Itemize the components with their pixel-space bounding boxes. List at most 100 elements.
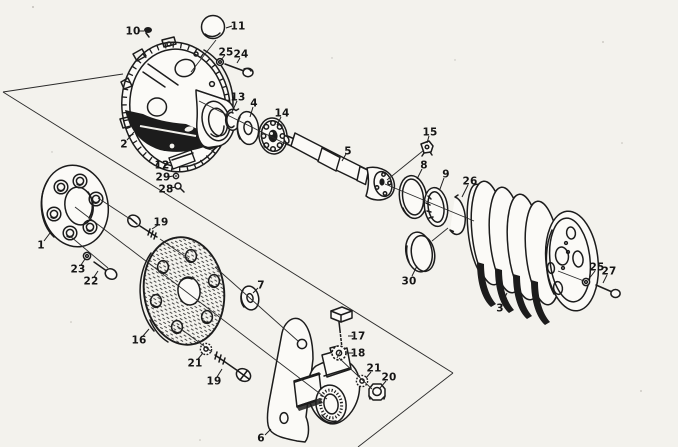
callout-11-1: 11: [225, 21, 245, 33]
callout-9-14: 9: [439, 169, 450, 190]
callout-leader: [165, 161, 172, 165]
drive-shaft: [283, 132, 396, 201]
drive-flange-1: [40, 164, 110, 248]
callout-label: 13: [230, 92, 245, 104]
bolt-19-upper: [127, 214, 158, 240]
callout-19-27: 19: [206, 368, 223, 388]
callout-label: 18: [350, 348, 365, 360]
callout-label: 9: [442, 169, 450, 181]
callout-label: 15: [422, 127, 437, 139]
callout-30-16: 30: [401, 265, 418, 288]
bell-housing: [119, 36, 236, 173]
callout-23-21: 23: [70, 258, 86, 276]
callout-4-5: 4: [249, 98, 258, 118]
screw-28: [174, 182, 185, 193]
callout-label: 8: [420, 160, 428, 172]
callout-leader: [249, 106, 254, 118]
bolt-27: [595, 284, 621, 299]
callout-leader: [220, 54, 226, 61]
gasket-disc-4: [236, 110, 260, 146]
callout-15-11: 15: [422, 127, 437, 144]
callout-label: 1: [37, 240, 45, 252]
splined-bore: [315, 384, 347, 424]
callout-label: 7: [257, 280, 265, 292]
paper-speckles: [32, 6, 642, 441]
callout-leader: [439, 177, 445, 190]
callout-2-7: 2: [120, 131, 135, 151]
callout-leader: [170, 186, 177, 189]
callout-29-9: 29: [155, 172, 174, 184]
hex-nut-20: [368, 383, 386, 401]
callout-label: 24: [233, 49, 248, 61]
callout-25-18: 25: [587, 262, 604, 281]
bolt-22: [93, 261, 118, 281]
callout-leader: [236, 57, 241, 64]
callout-label: 23: [70, 264, 85, 276]
bracket-clamp-6: [266, 317, 361, 443]
pulley-center-bore: [554, 246, 570, 266]
callout-21-31: 21: [365, 363, 381, 379]
callout-label: 29: [155, 172, 170, 184]
callout-label: 11: [230, 21, 245, 33]
lock-plate-12: [168, 149, 196, 170]
shaft-splines: [317, 146, 341, 173]
callout-3-17: 3: [496, 292, 508, 315]
callout-16-23: 16: [131, 328, 150, 347]
callout-label: 6: [257, 433, 265, 445]
callout-leader: [225, 25, 233, 29]
callout-8-13: 8: [416, 160, 428, 180]
lock-washer-21-right: [355, 374, 369, 388]
callout-leader: [252, 287, 259, 294]
flange-bolt-bosses: [46, 173, 104, 241]
v-belt-pulley: [466, 180, 600, 325]
plug-screw: [144, 27, 152, 38]
callout-19-24: 19: [151, 217, 168, 230]
callout-leader: [151, 224, 159, 230]
callout-label: 2: [120, 139, 128, 151]
callout-leader: [587, 270, 596, 281]
callout-leader: [197, 352, 204, 360]
pressure-disc-16: [139, 236, 226, 346]
washer-25-top: [215, 57, 225, 67]
callout-5-12: 5: [341, 146, 352, 162]
lock-washer-21-left: [199, 342, 213, 356]
callout-18-30: 18: [347, 348, 365, 360]
callout-1-20: 1: [37, 232, 51, 252]
callout-leader: [501, 292, 508, 304]
dome-cap: [200, 14, 226, 40]
callout-label: 21: [187, 358, 202, 370]
callout-17-29: 17: [348, 331, 365, 343]
callout-label: 26: [462, 176, 477, 188]
callout-leader: [461, 184, 469, 198]
washer-25-right: [581, 277, 591, 287]
housing-left-hole: [146, 97, 168, 117]
callout-24-3: 24: [233, 49, 248, 64]
callout-label: 19: [206, 376, 221, 388]
callout-6-28: 6: [257, 428, 272, 445]
washer-29: [172, 172, 180, 180]
callout-26-15: 26: [461, 176, 477, 198]
callout-label: 10: [125, 26, 140, 38]
callout-leader: [80, 258, 86, 266]
callout-label: 14: [274, 108, 289, 120]
callout-label: 3: [496, 303, 504, 315]
callout-label: 22: [83, 276, 98, 288]
callout-label: 12: [154, 160, 169, 172]
callout-leader: [231, 100, 238, 113]
callout-label: 21: [366, 363, 381, 375]
callout-leader: [126, 131, 135, 141]
alignment-lines: [69, 39, 585, 400]
callout-leader: [93, 270, 99, 278]
callout-label: 27: [601, 266, 616, 278]
clip-15: [420, 140, 434, 157]
callout-leader: [411, 265, 418, 277]
callout-leader: [365, 371, 372, 379]
pulley-face: [544, 210, 600, 312]
bolt-19-lower: [214, 351, 252, 383]
snap-ring-26: [449, 194, 466, 236]
callout-leader: [43, 232, 51, 242]
callout-label: 4: [250, 98, 258, 110]
